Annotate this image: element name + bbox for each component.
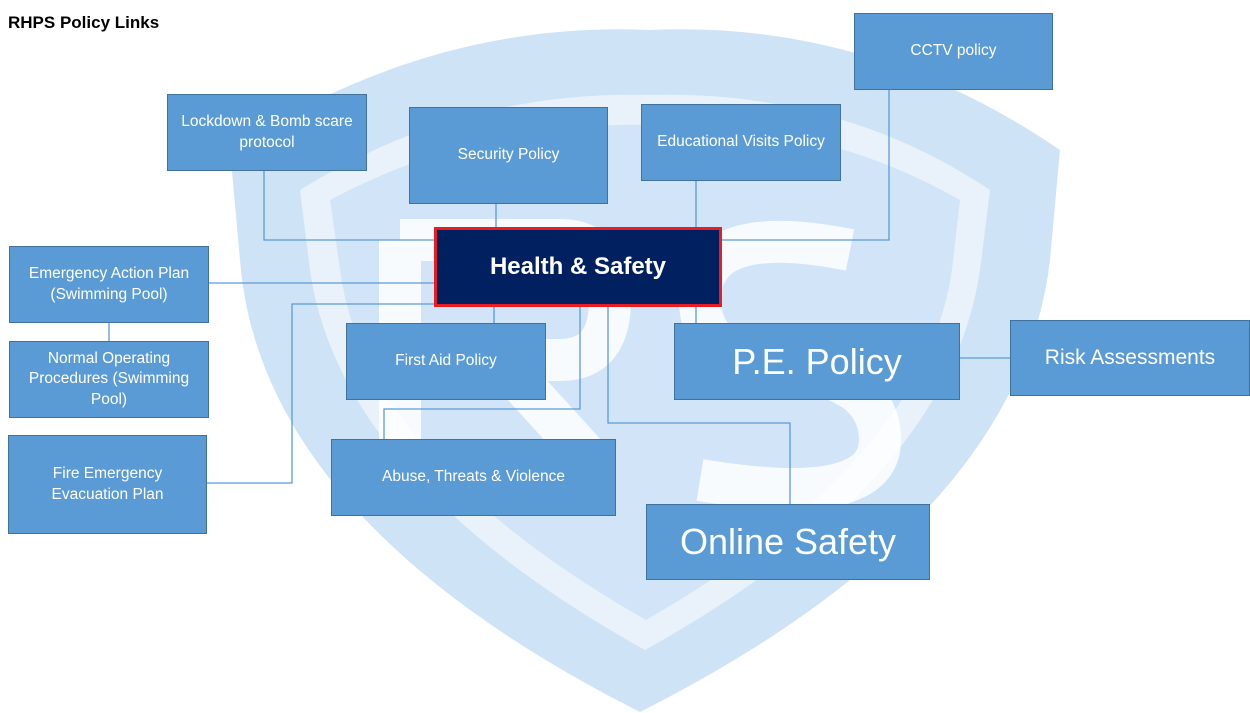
online-safety-node[interactable]: Online Safety [646, 504, 930, 580]
normal-operating-procedures-node[interactable]: Normal Operating Procedures (Swimming Po… [9, 341, 209, 418]
pe-policy-node[interactable]: P.E. Policy [674, 323, 960, 400]
first-aid-policy-node[interactable]: First Aid Policy [346, 323, 546, 400]
connector-online [607, 306, 791, 505]
emergency-action-plan-node[interactable]: Emergency Action Plan (Swimming Pool) [9, 246, 209, 323]
connector-fire [207, 303, 436, 484]
abuse-threats-violence-node[interactable]: Abuse, Threats & Violence [331, 439, 616, 516]
security-policy-node[interactable]: Security Policy [409, 107, 608, 204]
fire-emergency-evacuation-node[interactable]: Fire Emergency Evacuation Plan [8, 435, 207, 534]
risk-assessments-node[interactable]: Risk Assessments [1010, 320, 1250, 396]
connector-abuse [383, 306, 581, 439]
connector-lockdown [263, 170, 436, 241]
lockdown-bomb-scare-node[interactable]: Lockdown & Bomb scare protocol [167, 94, 367, 171]
cctv-policy-node[interactable]: CCTV policy [854, 13, 1053, 90]
health-safety-node[interactable]: Health & Safety [434, 227, 722, 307]
educational-visits-policy-node[interactable]: Educational Visits Policy [641, 104, 841, 181]
page-title: RHPS Policy Links [8, 13, 160, 32]
connector-cctv [720, 89, 890, 241]
